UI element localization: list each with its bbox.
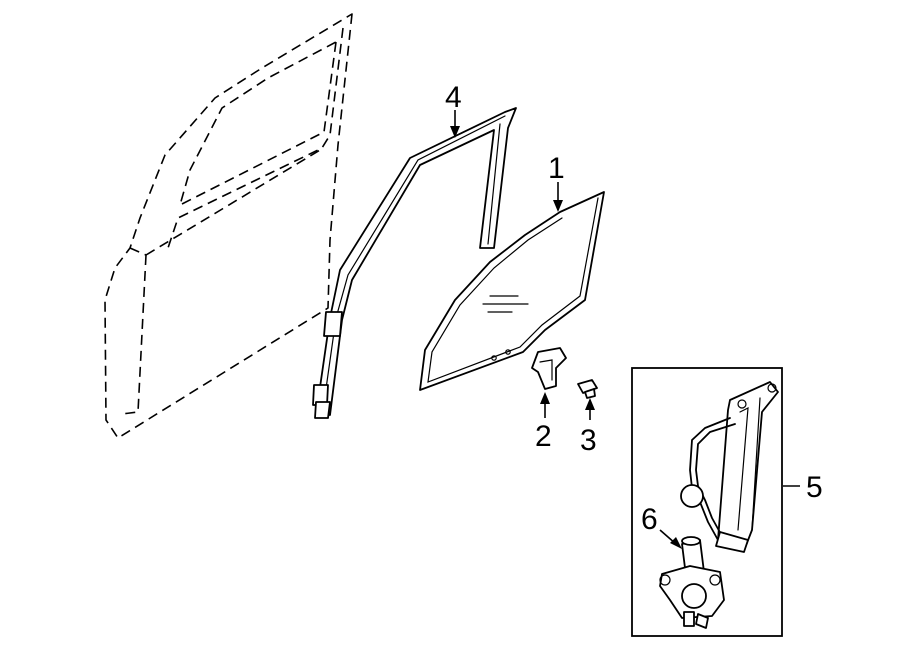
callout-1: 1 [548, 152, 565, 185]
callout-2: 2 [535, 420, 552, 453]
callout-arrows [450, 110, 800, 549]
regulator-detail-box [631, 367, 783, 637]
run-channel-part-4 [312, 107, 517, 419]
regulator-motor-part-6 [659, 536, 725, 629]
callout-5: 5 [806, 471, 823, 504]
callout-6: 6 [641, 503, 658, 536]
window-regulator-part-5 [680, 381, 779, 553]
door-shell-outline [104, 13, 353, 439]
bracket-part-2 [531, 347, 567, 390]
bolt-part-3 [577, 379, 598, 399]
callout-3: 3 [580, 424, 597, 457]
callout-4: 4 [445, 81, 462, 114]
door-glass-part-1 [419, 191, 605, 391]
